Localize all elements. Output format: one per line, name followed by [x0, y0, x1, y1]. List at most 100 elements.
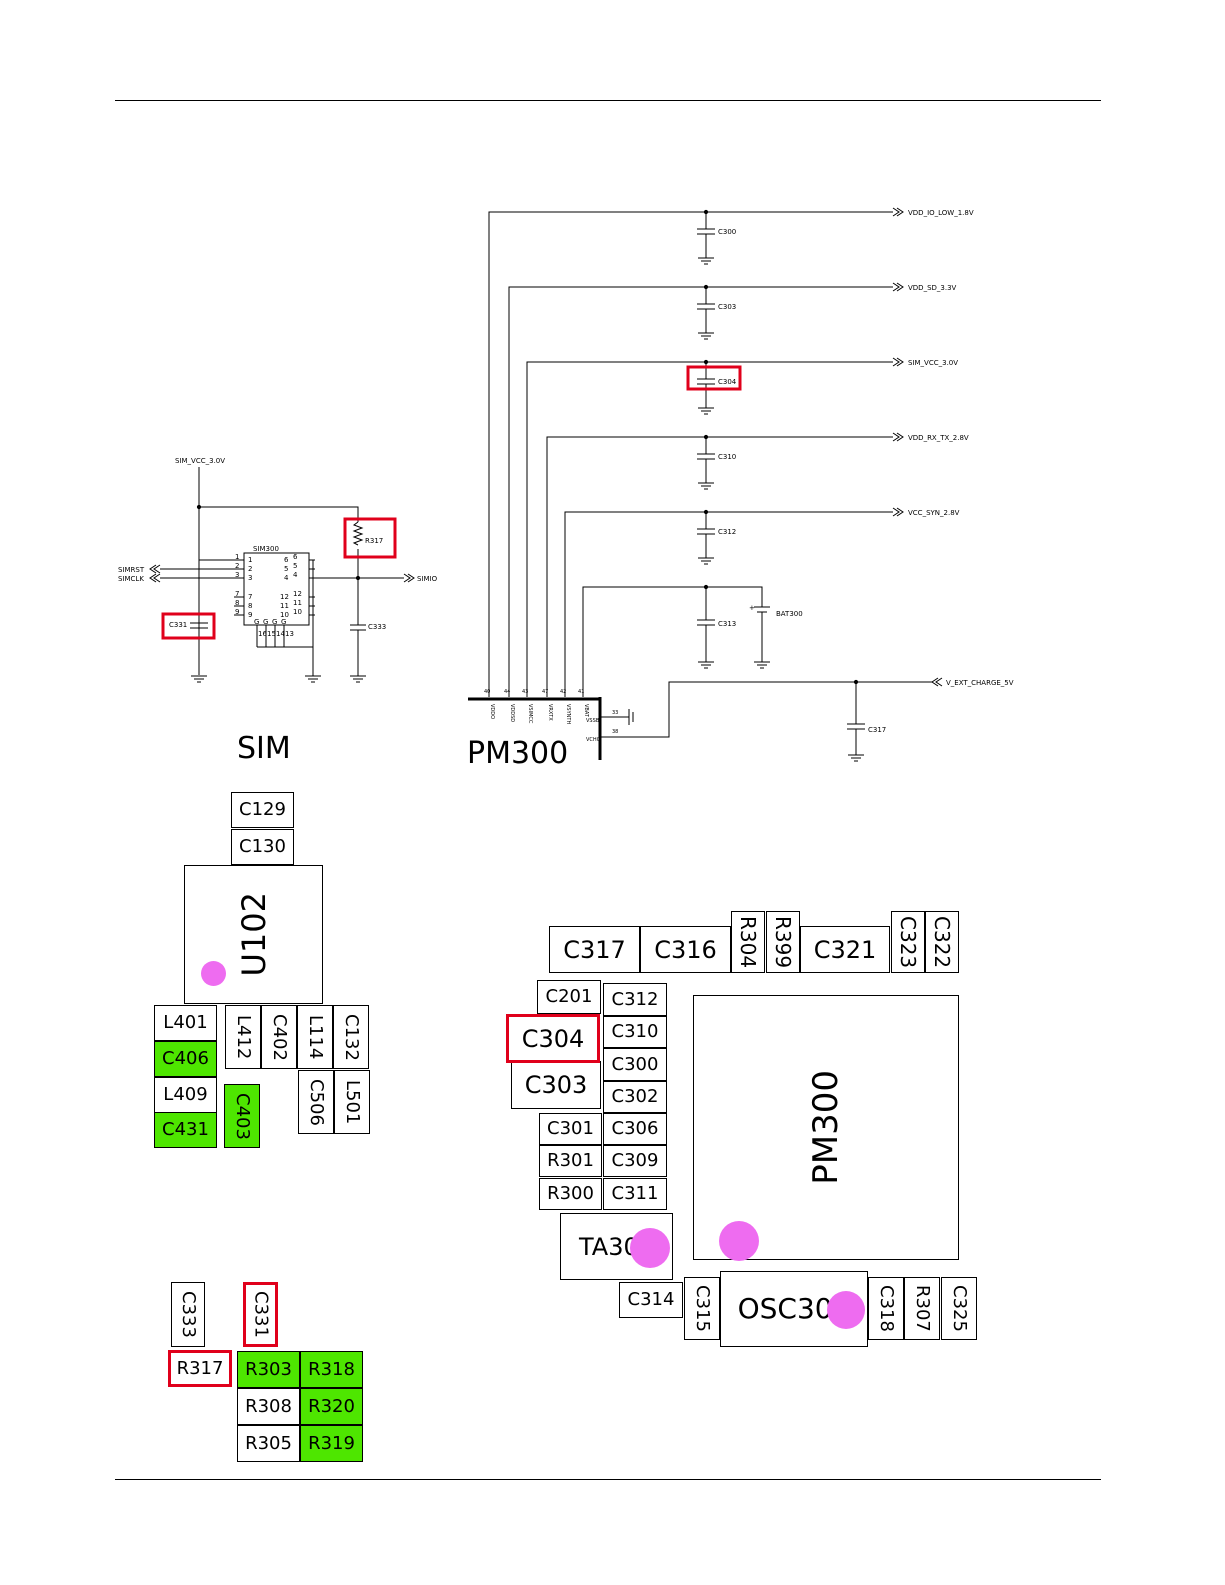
pin-number: 16	[258, 630, 267, 638]
component-c314: C314	[619, 1282, 683, 1318]
battery-plus: +	[749, 604, 755, 612]
l501-label: L501	[342, 1079, 363, 1125]
c325-label: C325	[949, 1285, 970, 1332]
pin-number: 10	[280, 611, 289, 619]
pin-number: 1	[248, 556, 252, 564]
component-c201: C201	[537, 980, 601, 1014]
component-l409: L409	[154, 1077, 217, 1113]
component-c316: C316	[640, 926, 731, 973]
sim-schematic-labels: SIM_VCC_3.0V SIM300 R317 C331 C333 SIMRS…	[118, 457, 438, 766]
net-label: SIMRST	[118, 566, 145, 574]
pin-number: 38	[612, 729, 618, 735]
pin-number: 9	[248, 611, 252, 619]
pm300-schematic-title: PM300	[467, 736, 568, 771]
pin-number: 5	[284, 565, 288, 573]
component-c309: C309	[603, 1145, 667, 1177]
pin-number: 33	[612, 710, 618, 716]
component-r308: R308	[237, 1388, 300, 1425]
l412-label: L412	[233, 1014, 254, 1060]
component-r318: R318	[300, 1351, 363, 1388]
battery-label: BAT300	[776, 610, 803, 618]
net-label: SIMCLK	[118, 575, 144, 583]
pin-number: 44	[504, 689, 510, 695]
pin1-dot	[201, 961, 226, 986]
r307-label: R307	[912, 1285, 933, 1332]
cap-label: C331	[169, 621, 187, 629]
header-rule	[115, 100, 1101, 101]
component-c323: C323	[891, 911, 925, 973]
pin-number: 11	[293, 599, 302, 607]
c323-label: C323	[896, 915, 920, 969]
c333-label: C333	[178, 1291, 199, 1338]
sim-schematic	[149, 467, 415, 683]
pin-number: 1	[235, 553, 239, 561]
component-r317: R317	[168, 1350, 232, 1387]
c506-label: C506	[306, 1078, 327, 1126]
u102-label: U102	[234, 892, 273, 977]
component-c302: C302	[603, 1081, 667, 1113]
pm300-label: PM300	[806, 1070, 846, 1185]
cap-label: C310	[718, 453, 736, 461]
pin-number: 6	[293, 553, 298, 561]
pin-number: 11	[280, 602, 289, 610]
pin-name: VSIMCC	[527, 704, 533, 724]
sim-schematic-title: SIM	[237, 731, 291, 766]
component-r305: R305	[237, 1425, 300, 1462]
net-label: SIM_VCC_3.0V	[908, 359, 958, 367]
component-c311: C311	[603, 1178, 667, 1210]
pm300-schematic-labels: VDD_IO_LOW_1.8V VDD_SD_3.3V SIM_VCC_3.0V…	[467, 209, 1014, 771]
component-c132: C132	[333, 1005, 369, 1069]
pin1-dot	[630, 1228, 670, 1268]
cap-label: C304	[718, 378, 737, 386]
net-label: SIMIO	[417, 575, 438, 583]
component-c315: C315	[684, 1277, 720, 1340]
pin-number: 41	[578, 689, 584, 695]
pin-number: 12	[293, 590, 302, 598]
component-c312: C312	[603, 983, 667, 1016]
component-r303: R303	[237, 1351, 300, 1388]
pin-number: 10	[293, 608, 302, 616]
component-r301: R301	[539, 1145, 602, 1177]
ground-letter: G	[272, 618, 277, 626]
pin1-dot	[827, 1291, 865, 1329]
component-c325: C325	[941, 1277, 977, 1340]
schematic-diagrams: VDD_IO_LOW_1.8V VDD_SD_3.3V SIM_VCC_3.0V…	[118, 207, 1014, 771]
c402-label: C402	[269, 1013, 290, 1061]
component-c301: C301	[539, 1113, 602, 1145]
pin-number: 7	[235, 590, 239, 598]
component-r319: R319	[300, 1425, 363, 1462]
component-c318: C318	[868, 1277, 904, 1340]
pin-number: 5	[293, 562, 297, 570]
component-l114: L114	[297, 1005, 333, 1069]
pin-number: 12	[280, 593, 289, 601]
net-label: VDD_RX_TX_2.8V	[908, 434, 969, 442]
component-c317: C317	[549, 926, 640, 973]
cap-label: C300	[718, 228, 736, 236]
pin-number: 2	[235, 562, 239, 570]
r304-label: R304	[736, 915, 760, 969]
component-r307: R307	[904, 1277, 940, 1340]
pin-number: 47	[542, 689, 548, 695]
c318-label: C318	[876, 1285, 897, 1332]
ic-label: SIM300	[253, 545, 279, 553]
component-c333: C333	[171, 1282, 205, 1347]
pin-number: 2	[248, 565, 252, 573]
ground-letter: G	[254, 618, 259, 626]
component-c431: C431	[154, 1112, 217, 1148]
pin-number: 8	[248, 602, 252, 610]
component-c322: C322	[925, 911, 959, 973]
pin-name: VDDSD	[509, 704, 515, 722]
r399-label: R399	[771, 915, 795, 969]
pin-number: 15	[267, 630, 276, 638]
pin-number: 14	[276, 630, 285, 638]
c322-label: C322	[930, 915, 954, 969]
pin1-dot	[719, 1221, 759, 1261]
component-c300: C300	[603, 1048, 667, 1081]
component-c306: C306	[603, 1113, 667, 1145]
pin-number: 43	[522, 689, 528, 695]
component-c403: C403	[224, 1084, 260, 1148]
footer-rule	[115, 1479, 1101, 1480]
component-c303: C303	[511, 1061, 601, 1109]
component-c406: C406	[154, 1041, 217, 1077]
cap-label: C333	[368, 623, 386, 631]
